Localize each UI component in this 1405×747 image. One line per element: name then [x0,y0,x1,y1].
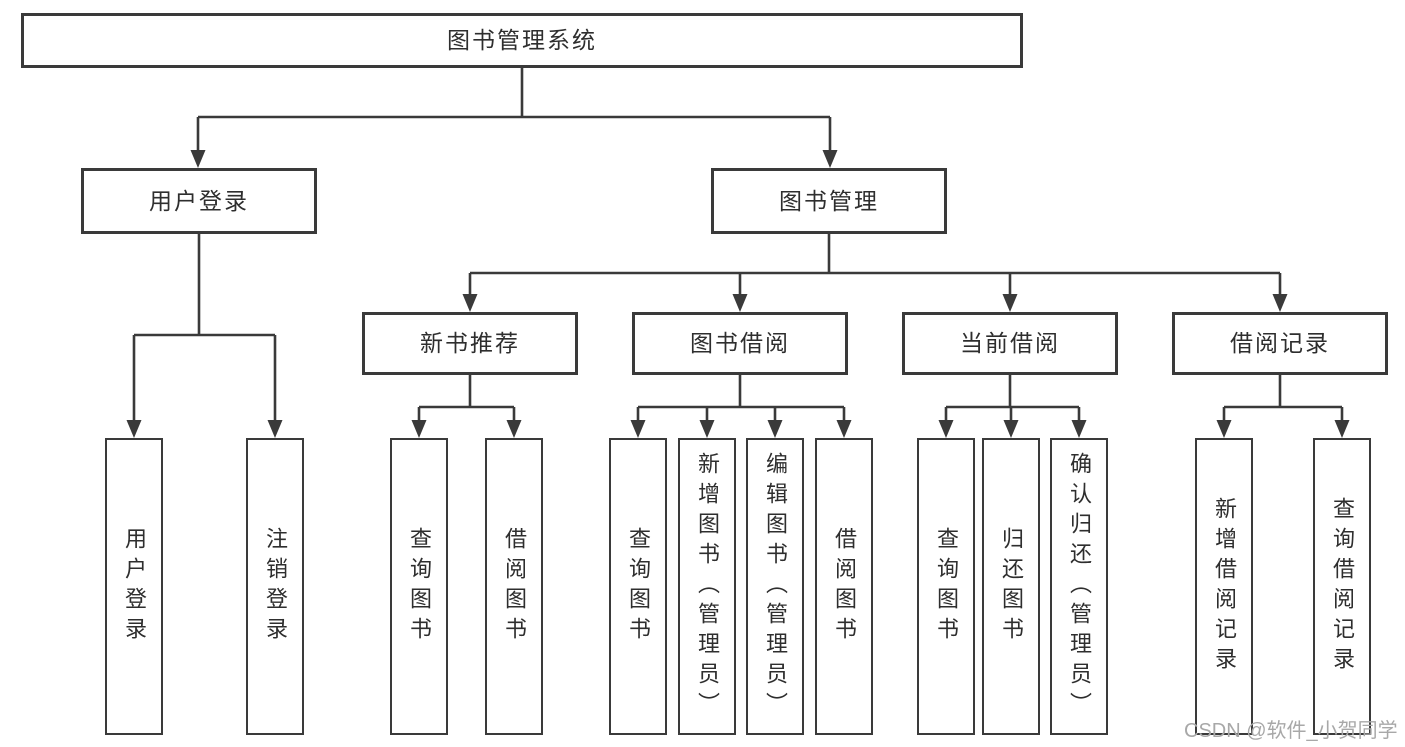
leaf-user-login: 用户登录 [105,438,163,735]
leaf-edit-book-admin: 编辑图书（管理员） [746,438,804,735]
leaf-add-borrow-record: 新增借阅记录 [1195,438,1253,735]
leaf-borrow-book-borrow: 借阅图书 [815,438,873,735]
leaf-query-book-current: 查询图书 [917,438,975,735]
leaf-query-book-recommend: 查询图书 [390,438,448,735]
arrowheads [126,150,1350,438]
leaf-confirm-return-admin-label: 确认归还（管理员） [1067,451,1092,722]
node-root: 图书管理系统 [21,13,1023,68]
node-current-borrow: 当前借阅 [902,312,1118,375]
arrowhead-icon [1334,420,1350,438]
node-new-book-recommend: 新书推荐 [362,312,578,375]
arrowhead-icon [190,150,206,168]
arrowhead-icon [938,420,954,438]
node-book-borrow-label: 图书借阅 [690,330,790,356]
leaf-borrow-book-recommend-label: 借阅图书 [502,526,527,647]
leaf-query-borrow-record-label: 查询借阅记录 [1330,496,1355,677]
arrowhead-icon [1071,420,1087,438]
edge-current-to-leaves [944,375,1081,424]
arrowhead-icon [1272,294,1288,312]
edge-borrow-to-leaves [636,375,846,424]
node-book-management: 图书管理 [711,168,947,234]
leaf-query-book-borrow: 查询图书 [609,438,667,735]
arrowhead-icon [506,420,522,438]
arrowhead-icon [462,294,478,312]
leaf-user-login-label: 用户登录 [122,526,147,647]
edge-root-to-level2 [196,68,832,154]
leaf-logout-label: 注销登录 [263,526,288,647]
leaf-add-book-admin-label: 新增图书（管理员） [695,451,720,722]
node-root-label: 图书管理系统 [447,27,597,53]
leaf-return-book: 归还图书 [982,438,1040,735]
leaf-add-borrow-record-label: 新增借阅记录 [1212,496,1237,677]
leaf-borrow-book-recommend: 借阅图书 [485,438,543,735]
node-user-login: 用户登录 [81,168,317,234]
node-new-book-recommend-label: 新书推荐 [420,330,520,356]
arrowhead-icon [126,420,142,438]
node-book-management-label: 图书管理 [779,187,879,214]
leaf-confirm-return-admin: 确认归还（管理员） [1050,438,1108,735]
leaf-borrow-book-borrow-label: 借阅图书 [832,526,857,647]
arrowhead-icon [822,150,838,168]
arrowhead-icon [1216,420,1232,438]
node-current-borrow-label: 当前借阅 [960,330,1060,356]
arrowhead-icon [1003,420,1019,438]
leaf-query-borrow-record: 查询借阅记录 [1313,438,1371,735]
node-user-login-label: 用户登录 [149,187,249,214]
leaf-logout: 注销登录 [246,438,304,735]
arrowhead-icon [1002,294,1018,312]
leaf-query-book-recommend-label: 查询图书 [407,526,432,647]
leaf-add-book-admin: 新增图书（管理员） [678,438,736,735]
leaf-query-book-borrow-label: 查询图书 [626,526,651,647]
node-borrow-records-label: 借阅记录 [1230,330,1330,356]
node-book-borrow: 图书借阅 [632,312,848,375]
arrowhead-icon [267,420,283,438]
leaf-query-book-current-label: 查询图书 [934,526,959,647]
leaf-edit-book-admin-label: 编辑图书（管理员） [763,451,788,722]
node-borrow-records: 借阅记录 [1172,312,1388,375]
edge-records-to-leaves [1222,375,1344,424]
arrowhead-icon [732,294,748,312]
arrowhead-icon [411,420,427,438]
edge-userlogin-to-leaves [132,234,277,424]
leaf-return-book-label: 归还图书 [999,526,1024,647]
arrowhead-icon [836,420,852,438]
arrowhead-icon [699,420,715,438]
csdn-watermark: CSDN @软件_小贺同学 [1184,720,1398,742]
edge-recommend-to-leaves [417,375,516,424]
arrowhead-icon [630,420,646,438]
edge-bookmgmt-to-level3 [468,234,1282,298]
arrowhead-icon [767,420,783,438]
